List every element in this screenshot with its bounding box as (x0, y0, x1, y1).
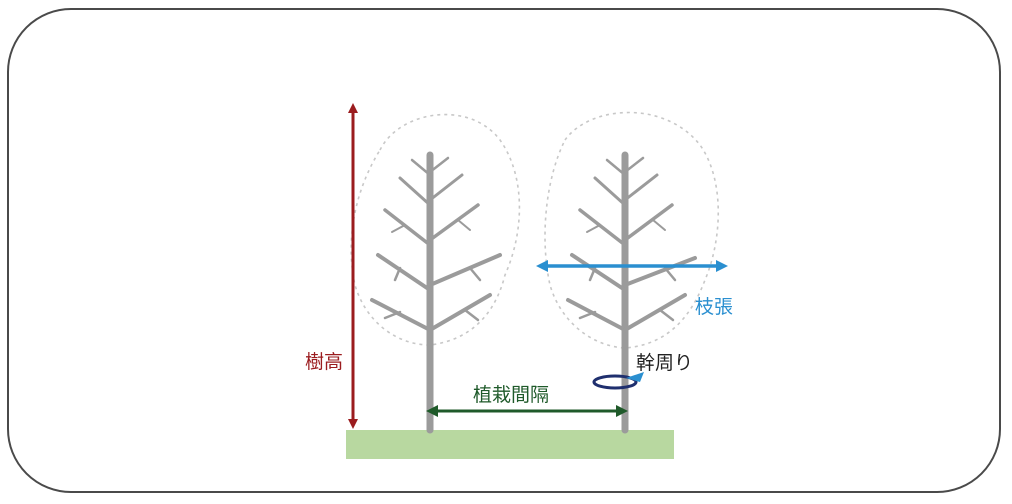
tree-height-label: 樹高 (305, 351, 343, 373)
planting-interval-label: 植栽間隔 (473, 384, 549, 406)
branch-spread-label: 枝張 (695, 296, 733, 318)
ground-strip (346, 430, 674, 459)
left-tree-crown-outline (350, 113, 521, 346)
right-tree-crown-outline (544, 111, 720, 349)
trunk-circumference-label: 幹周り (636, 352, 693, 374)
left-tree (370, 151, 502, 434)
right-tree (566, 151, 697, 434)
trunk-circumference-indicator (592, 372, 644, 390)
